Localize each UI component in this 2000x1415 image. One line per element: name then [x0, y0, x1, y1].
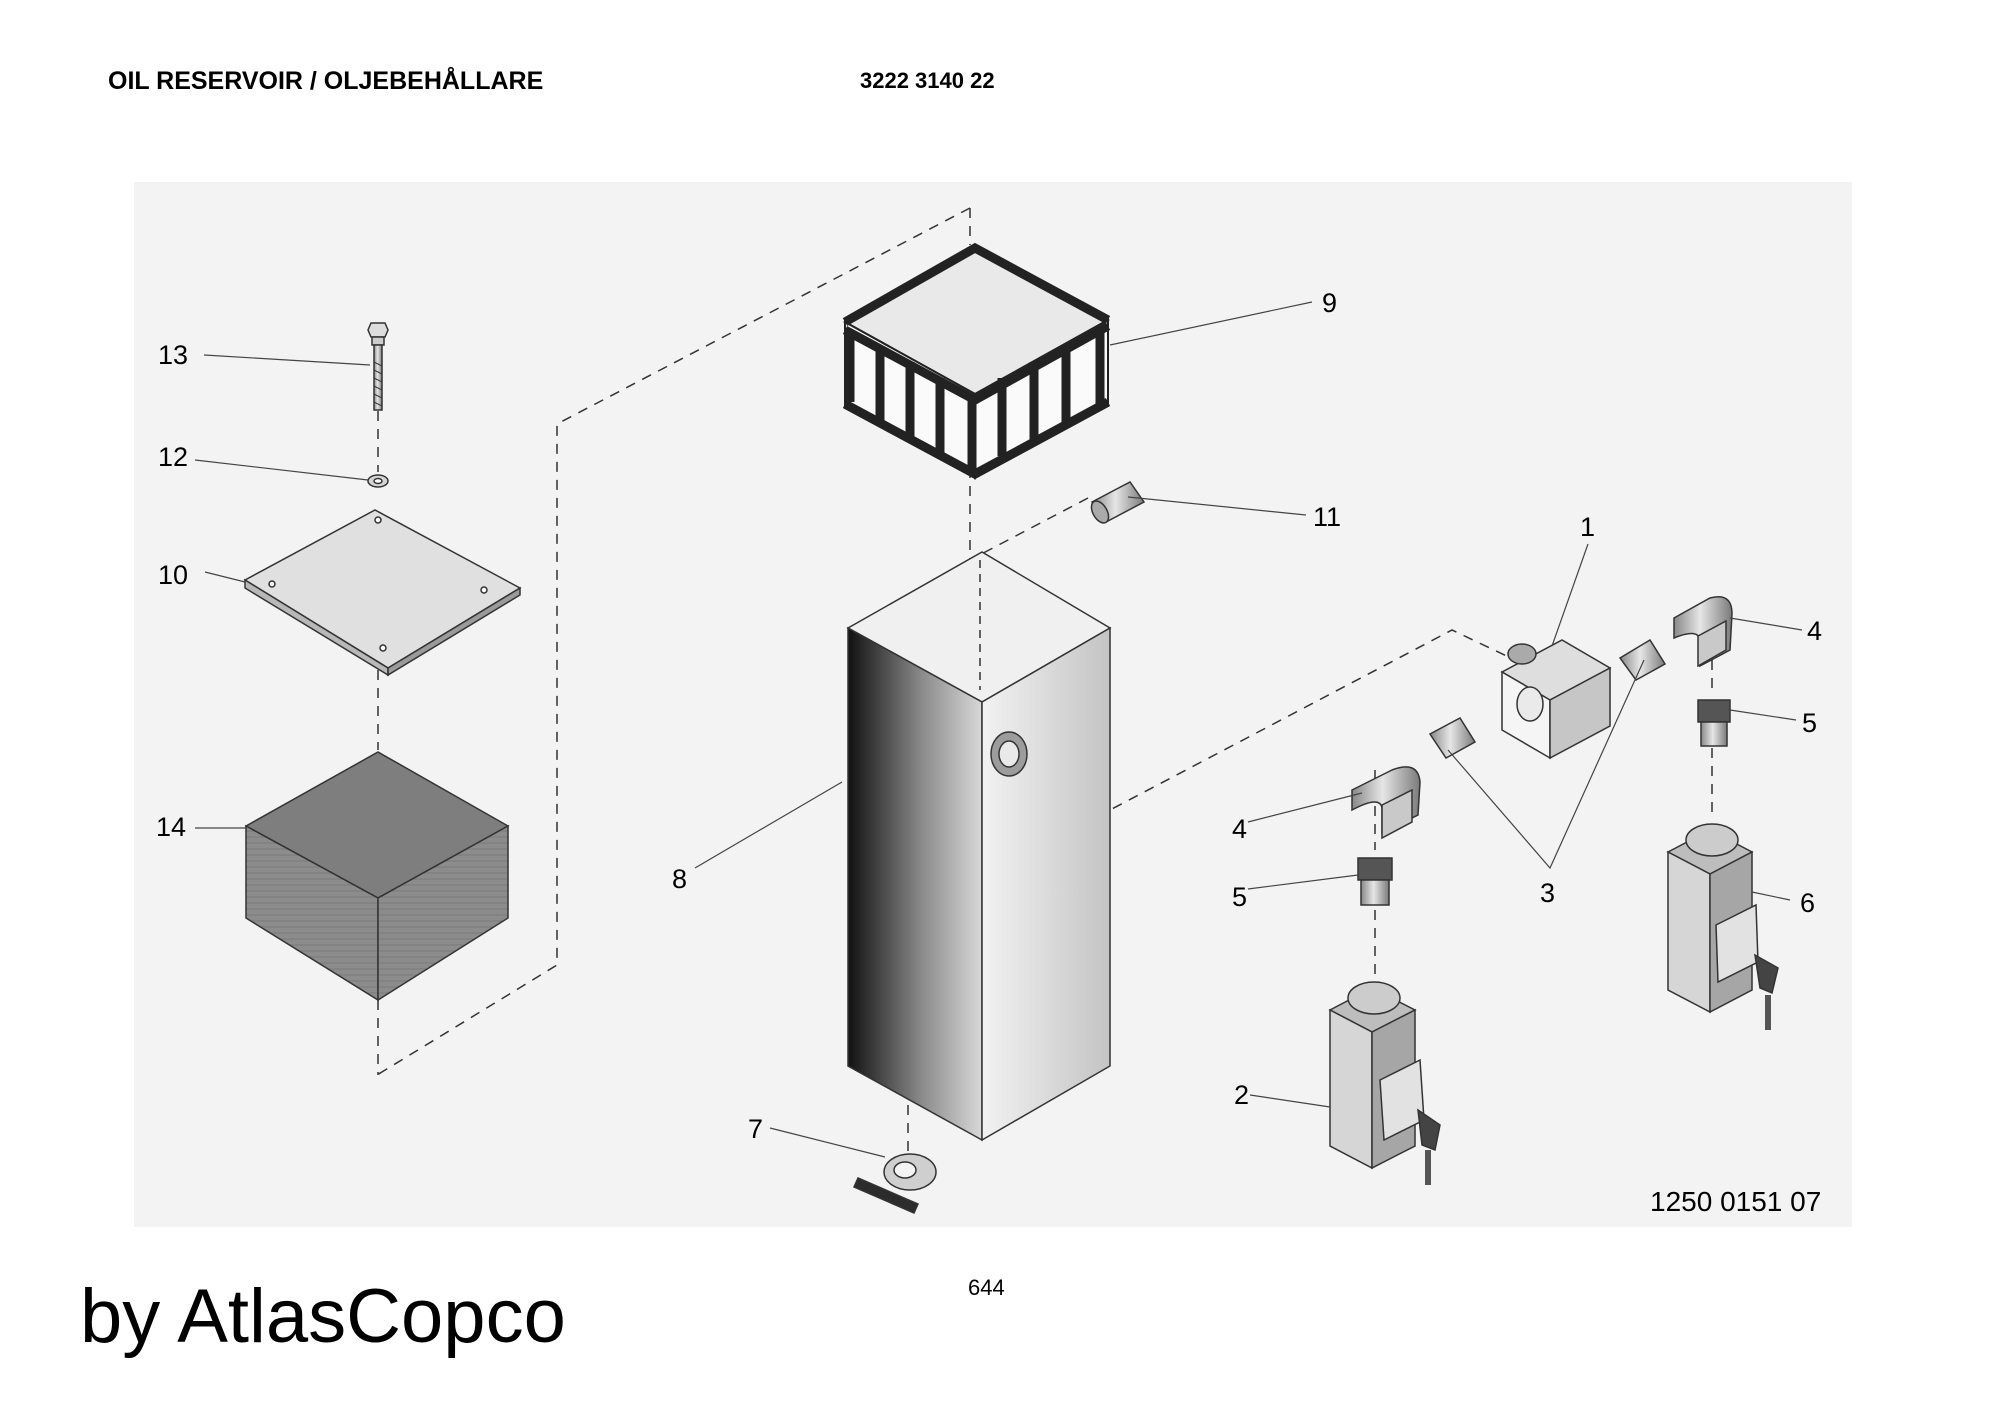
callout-5-left: 5	[1232, 882, 1247, 912]
bolt	[367, 322, 389, 411]
oil-tank	[846, 551, 1112, 1142]
block-fitting	[1500, 639, 1612, 760]
illustration-reference: 1250 0151 07	[1650, 1186, 1822, 1217]
assembly-guide-lines	[376, 207, 1713, 1155]
drain-cock	[853, 1153, 937, 1214]
callout-13: 13	[158, 340, 188, 370]
callout-1: 1	[1580, 512, 1595, 542]
callout-4-left: 4	[1232, 814, 1247, 844]
callout-leader-lines	[194, 301, 1803, 1158]
threaded-plug	[1428, 638, 1667, 759]
callout-12: 12	[158, 442, 188, 472]
callout-10: 10	[158, 560, 188, 590]
brand-footer: by AtlasCopco	[80, 1274, 566, 1359]
pressure-switch	[1666, 823, 1779, 1030]
callout-3: 3	[1540, 878, 1555, 908]
callout-9: 9	[1322, 288, 1337, 318]
elbow-fitting	[1351, 596, 1733, 840]
callout-6: 6	[1800, 888, 1815, 918]
callout-8: 8	[672, 864, 687, 894]
strainer-basket	[842, 242, 1111, 480]
document-number: 3222 3140 22	[860, 68, 995, 93]
pressure-switch	[1328, 981, 1441, 1185]
pipe-nipple	[1090, 481, 1146, 524]
callout-14: 14	[156, 812, 186, 842]
adapter-fitting	[1357, 699, 1731, 906]
callout-7: 7	[748, 1114, 763, 1144]
callout-11: 11	[1313, 502, 1341, 532]
callout-2: 2	[1234, 1080, 1249, 1110]
callout-5-right: 5	[1802, 708, 1817, 738]
callout-4-right: 4	[1807, 616, 1822, 646]
cover-plate	[243, 509, 522, 677]
washer	[367, 474, 389, 488]
page-number: 644	[968, 1275, 1005, 1300]
page-title: OIL RESERVOIR / OLJEBEHÅLLARE	[108, 67, 544, 95]
filter-block	[244, 751, 510, 1002]
